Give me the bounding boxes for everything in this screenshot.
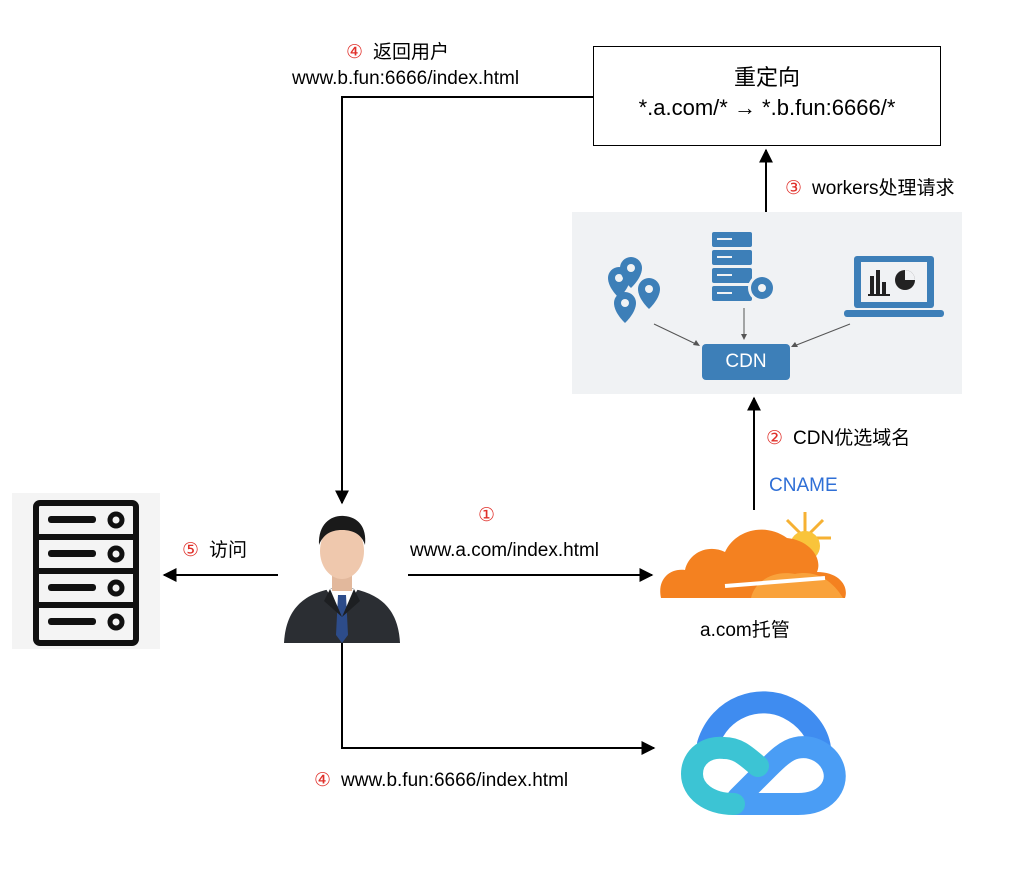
- step-number: ③: [785, 178, 803, 199]
- server-gear-icon: [712, 232, 776, 302]
- step-number: ⑤: [182, 540, 200, 561]
- cloudflare-logo-icon: [660, 512, 846, 598]
- cdn-panel-graphics: [608, 232, 944, 347]
- laptop-chart-icon: [844, 256, 944, 317]
- server-rack-icon: [33, 500, 139, 646]
- redirect-rule: *.a.com/* → *.b.fun:6666/*: [638, 95, 896, 120]
- request-url: www.a.com/index.html: [410, 540, 600, 561]
- redirect-box: 重定向 *.a.com/* → *.b.fun:6666/*: [593, 46, 941, 146]
- tencent-cloud-logo-icon: [680, 691, 846, 815]
- cname-label: CNAME: [769, 475, 838, 496]
- visit-origin-arrow: [341, 642, 656, 755]
- user-avatar-icon: [284, 515, 400, 643]
- return-user-arrow: [335, 96, 593, 505]
- map-pins-icon: [608, 257, 660, 323]
- step-number: ②: [766, 428, 784, 449]
- cloudflare-caption: a.com托管: [700, 620, 790, 641]
- cdn-badge: CDN: [702, 344, 790, 380]
- request-step-number: ①: [478, 505, 496, 526]
- redirect-title: 重定向: [733, 65, 800, 90]
- step-number: ④: [314, 770, 332, 791]
- return-user-url: www.b.fun:6666/index.html: [292, 68, 520, 89]
- step-number: ④: [346, 42, 364, 63]
